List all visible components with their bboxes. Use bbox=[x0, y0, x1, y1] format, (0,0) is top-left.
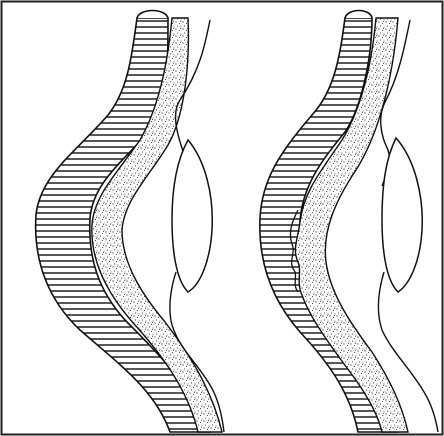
illustration bbox=[0, 0, 444, 436]
diagram-canvas bbox=[0, 0, 444, 436]
